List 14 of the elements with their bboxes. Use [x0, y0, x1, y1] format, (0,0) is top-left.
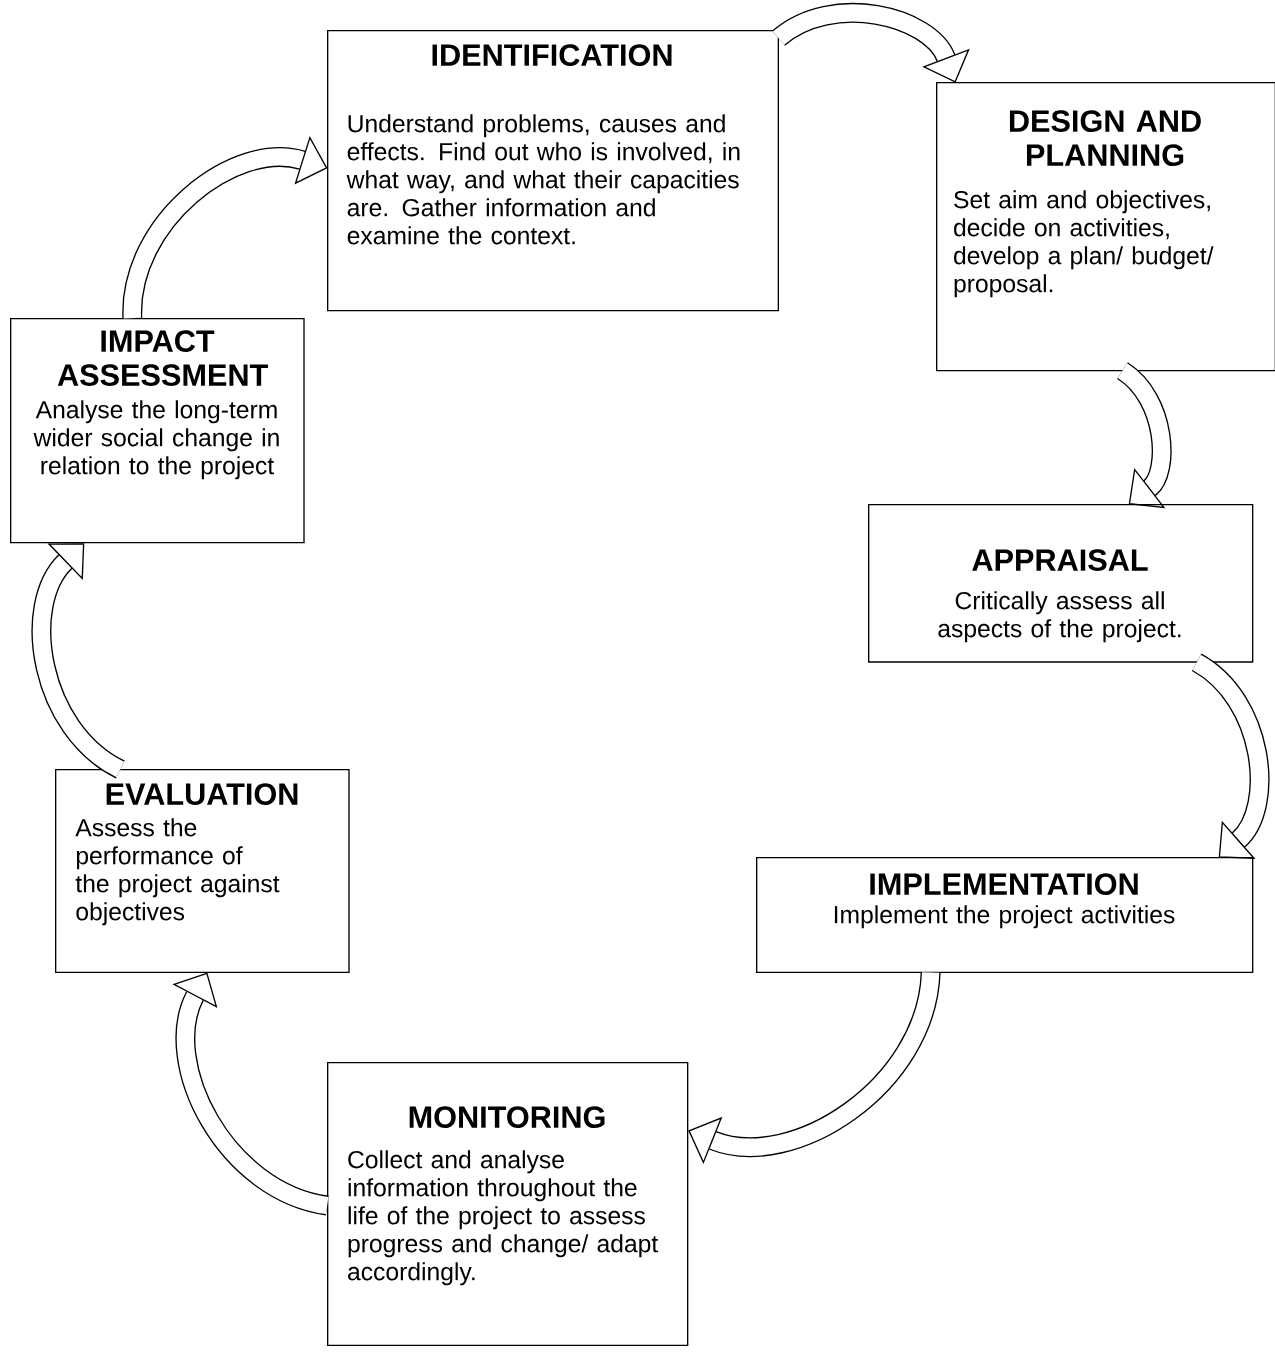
- curved-arrow: [688, 971, 941, 1165]
- process-box: IDENTIFICATION Understand problems, causes and effects. Find out who is involved, in what way, and what their capacities are. Gather information and examine the context.: [327, 30, 779, 312]
- curved-arrow: [31, 543, 126, 779]
- curved-arrow: [122, 135, 328, 319]
- curved-arrow: [172, 972, 330, 1216]
- process-box: MONITORING Collect and analyse information throughout the life of the project to assess progress and change/ adapt accordingly.: [327, 1062, 689, 1346]
- process-box: DESIGN AND PLANNING Set aim and objectives, decide on activities, develop a plan/ budget/ proposal.: [936, 82, 1275, 372]
- process-box: IMPACT ASSESSMENT Analyse the long-term wider social change in relation to the project: [10, 318, 305, 544]
- curved-arrow: [772, 3, 970, 83]
- process-box: APPRAISAL Critically assess all aspects of the project.: [868, 504, 1254, 663]
- process-box: IMPLEMENTATION Implement the project activities: [756, 857, 1254, 973]
- curved-arrow: [1191, 654, 1270, 859]
- curved-arrow: [1116, 362, 1172, 509]
- process-box: EVALUATION Assess the performance of the project against objectives: [55, 769, 350, 973]
